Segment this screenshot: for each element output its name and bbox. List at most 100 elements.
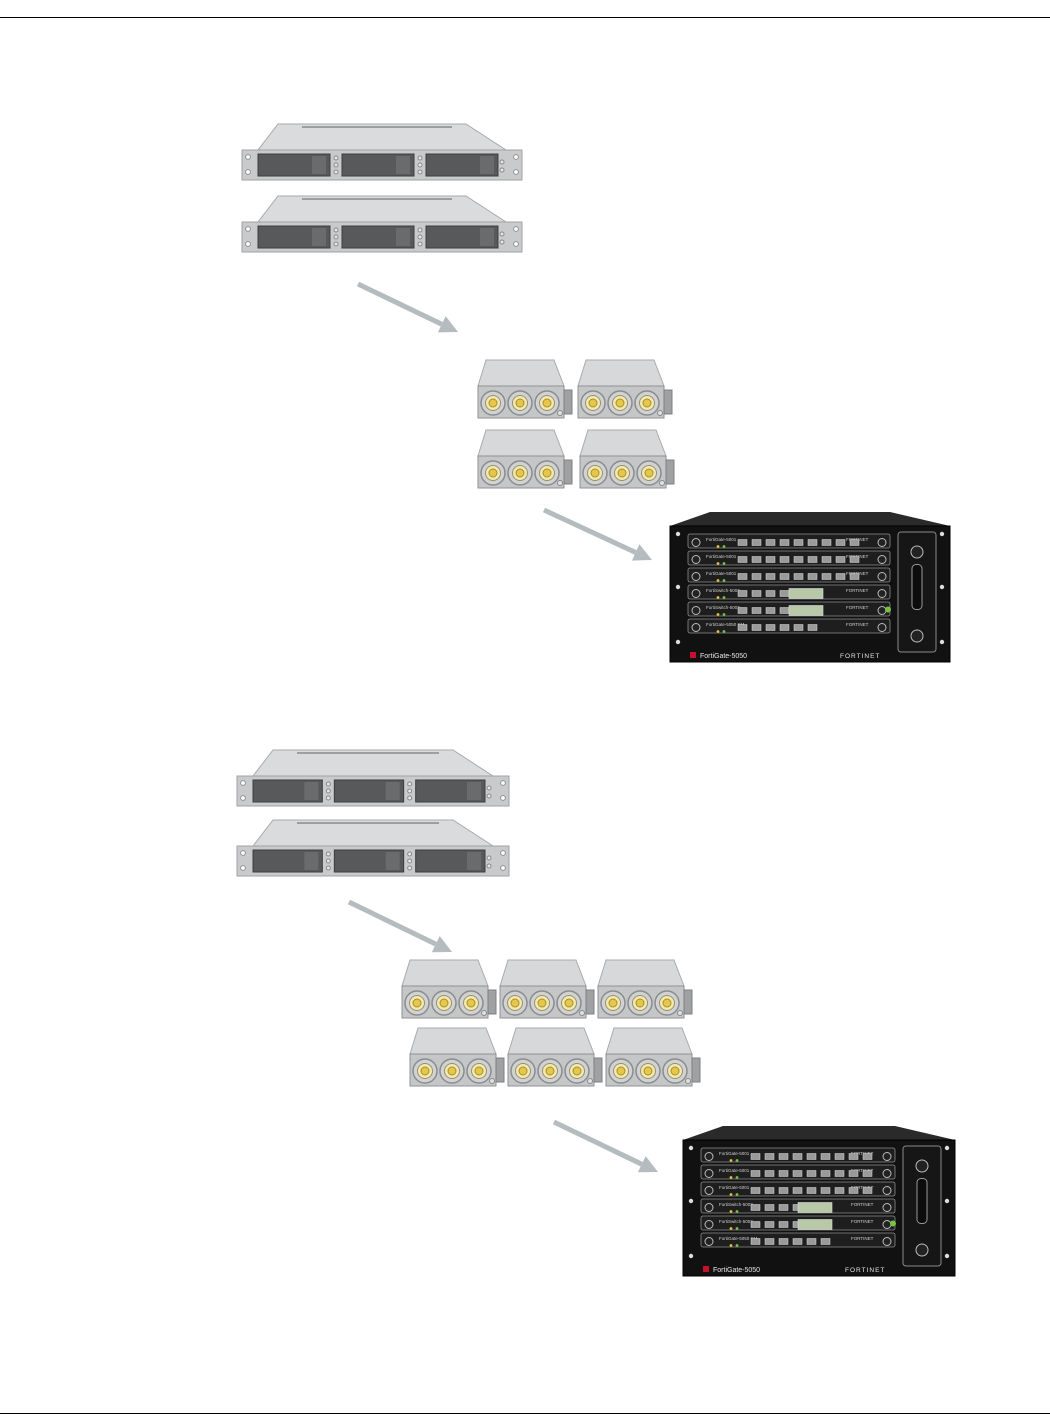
slot-label: FortiGate-5001 <box>719 1151 750 1156</box>
network-port <box>794 574 803 580</box>
status-led <box>500 168 504 172</box>
network-port <box>793 1239 802 1245</box>
fan-hub <box>516 469 524 477</box>
mounting-hole <box>501 796 506 801</box>
brand-mark <box>690 652 696 658</box>
psu-led <box>658 411 663 416</box>
blade-led <box>730 1210 733 1213</box>
fan-hub <box>511 999 519 1007</box>
network-port <box>849 1171 858 1177</box>
network-port <box>779 1205 788 1211</box>
slot-latch <box>692 556 700 564</box>
network-port <box>766 540 775 546</box>
network-port <box>779 1188 788 1194</box>
chassis-model-label: FortiGate-5050 <box>713 1267 760 1274</box>
psu-top <box>478 430 564 456</box>
status-led <box>418 163 422 167</box>
fan-hub <box>440 999 448 1007</box>
console-connector <box>798 1203 832 1213</box>
network-port <box>794 540 803 546</box>
flow-arrow <box>358 284 458 332</box>
slot-label: FortiGate-5001 <box>719 1168 750 1173</box>
blade-led <box>717 562 720 565</box>
power-supply-module <box>402 960 496 1018</box>
psu-led <box>660 481 665 486</box>
blade-led <box>736 1159 739 1162</box>
chassis-model-label: FortiGate-5050 <box>700 653 747 660</box>
slot-brand: FORTINET <box>851 1236 874 1241</box>
slot-latch <box>878 556 886 564</box>
psu-led <box>588 1079 593 1084</box>
drive-bay-latch <box>386 852 400 870</box>
blade-led <box>723 630 726 633</box>
fan-hub <box>546 1067 554 1075</box>
network-port <box>821 1171 830 1177</box>
status-led <box>334 163 338 167</box>
rack-server <box>242 124 522 180</box>
status-led <box>418 156 422 160</box>
network-port <box>822 557 831 563</box>
side-panel-handle <box>917 1179 927 1224</box>
blade-led <box>730 1244 733 1247</box>
flow-arrow <box>554 1122 658 1172</box>
fan-hub <box>516 399 524 407</box>
psu-handle <box>664 390 672 414</box>
status-led <box>334 235 338 239</box>
power-supply-module <box>410 1028 504 1086</box>
psu-top <box>606 1028 692 1054</box>
power-supply-module <box>478 430 572 488</box>
status-led <box>487 794 491 798</box>
blade-led <box>736 1210 739 1213</box>
blade-led <box>723 579 726 582</box>
mounting-hole <box>246 170 251 175</box>
psu-top <box>580 430 666 456</box>
slot-brand: FORTINET <box>846 588 869 593</box>
mounting-hole <box>676 640 680 644</box>
psu-led <box>558 481 563 486</box>
status-led <box>326 859 330 863</box>
mounting-hole <box>241 866 246 871</box>
slot-latch <box>883 1238 891 1246</box>
network-port <box>752 608 761 614</box>
status-led <box>408 866 412 870</box>
slot-latch <box>878 539 886 547</box>
network-port <box>822 574 831 580</box>
mounting-hole <box>514 227 519 232</box>
power-led <box>885 607 891 613</box>
slot-latch <box>705 1153 713 1161</box>
slot-latch <box>878 624 886 632</box>
fan-hub <box>543 399 551 407</box>
psu-handle <box>594 1058 602 1082</box>
psu-led <box>678 1011 683 1016</box>
mounting-hole <box>945 1199 949 1203</box>
network-port <box>863 1171 872 1177</box>
status-led <box>487 856 491 860</box>
network-port <box>765 1188 774 1194</box>
side-panel-screw <box>911 546 923 558</box>
drive-bay-latch <box>480 156 494 174</box>
psu-handle <box>564 390 572 414</box>
status-led <box>408 859 412 863</box>
slot-label: FortiSwitch-5003 <box>719 1202 753 1207</box>
network-port <box>779 1154 788 1160</box>
network-port <box>793 1188 802 1194</box>
fan-hub <box>616 399 624 407</box>
slot-label: FortiGate-5001 <box>719 1185 750 1190</box>
network-port <box>850 574 859 580</box>
blade-led <box>736 1244 739 1247</box>
status-led <box>326 789 330 793</box>
side-panel-screw <box>916 1244 928 1256</box>
network-port <box>836 540 845 546</box>
status-led <box>334 170 338 174</box>
mounting-hole <box>246 242 251 247</box>
blade-led <box>717 613 720 616</box>
status-led <box>418 235 422 239</box>
power-supply-module <box>580 430 674 488</box>
chassis-top <box>683 1126 955 1140</box>
blade-led <box>723 545 726 548</box>
blade-led <box>723 596 726 599</box>
status-led <box>326 866 330 870</box>
network-port <box>751 1171 760 1177</box>
status-led <box>326 782 330 786</box>
mounting-hole <box>501 851 506 856</box>
